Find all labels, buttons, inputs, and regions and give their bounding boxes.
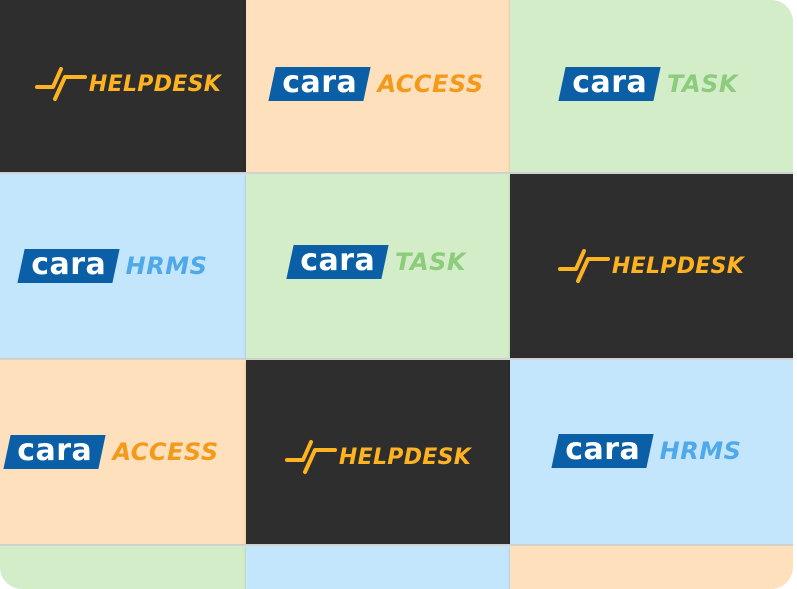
pulse-cross-icon <box>557 249 610 283</box>
helpdesk-label: HELPDESK <box>338 444 472 470</box>
cara-access-logo: cara ACCESS <box>3 433 219 469</box>
cara-hrms-logo: cara HRMS <box>550 432 742 468</box>
pulse-cross-icon <box>34 67 87 101</box>
helpdesk-logo: HELPDESK <box>557 247 745 285</box>
tile-partial-peach <box>510 546 793 589</box>
tile-helpdesk-3: HELPDESK <box>246 360 510 544</box>
hrms-label: HRMS <box>659 437 742 465</box>
task-label: TASK <box>395 248 467 276</box>
tile-cara-access-1: cara ACCESS <box>246 0 510 172</box>
cara-hrms-logo: cara HRMS <box>16 247 208 283</box>
cara-task-logo: cara TASK <box>286 243 467 279</box>
hrms-label: HRMS <box>125 252 208 280</box>
access-label: ACCESS <box>377 70 484 98</box>
tile-cara-task-2: cara TASK <box>246 174 510 358</box>
tile-helpdesk-2: HELPDESK <box>510 174 793 358</box>
tile-helpdesk-1: HELPDESK <box>0 0 246 172</box>
helpdesk-logo: HELPDESK <box>34 65 222 103</box>
cara-wordmark: cara <box>16 247 120 283</box>
cara-wordmark: cara <box>3 433 107 469</box>
tile-cara-task-1: cara TASK <box>510 0 793 172</box>
helpdesk-logo: HELPDESK <box>284 438 472 476</box>
tile-cara-hrms-2: cara HRMS <box>510 360 793 544</box>
helpdesk-label: HELPDESK <box>88 71 222 97</box>
tile-partial-green <box>0 546 246 589</box>
tile-partial-blue <box>246 546 510 589</box>
tile-cara-access-2: cara ACCESS <box>0 360 246 544</box>
access-label: ACCESS <box>112 438 219 466</box>
cara-access-logo: cara ACCESS <box>268 65 484 101</box>
cara-wordmark: cara <box>268 65 372 101</box>
task-label: TASK <box>667 70 739 98</box>
cara-task-logo: cara TASK <box>558 65 739 101</box>
pulse-cross-icon <box>284 440 337 474</box>
cara-wordmark: cara <box>558 65 661 101</box>
tile-cara-hrms-1: cara HRMS <box>0 174 246 358</box>
helpdesk-label: HELPDESK <box>611 253 745 279</box>
cara-wordmark: cara <box>550 432 654 468</box>
cara-wordmark: cara <box>286 243 389 279</box>
